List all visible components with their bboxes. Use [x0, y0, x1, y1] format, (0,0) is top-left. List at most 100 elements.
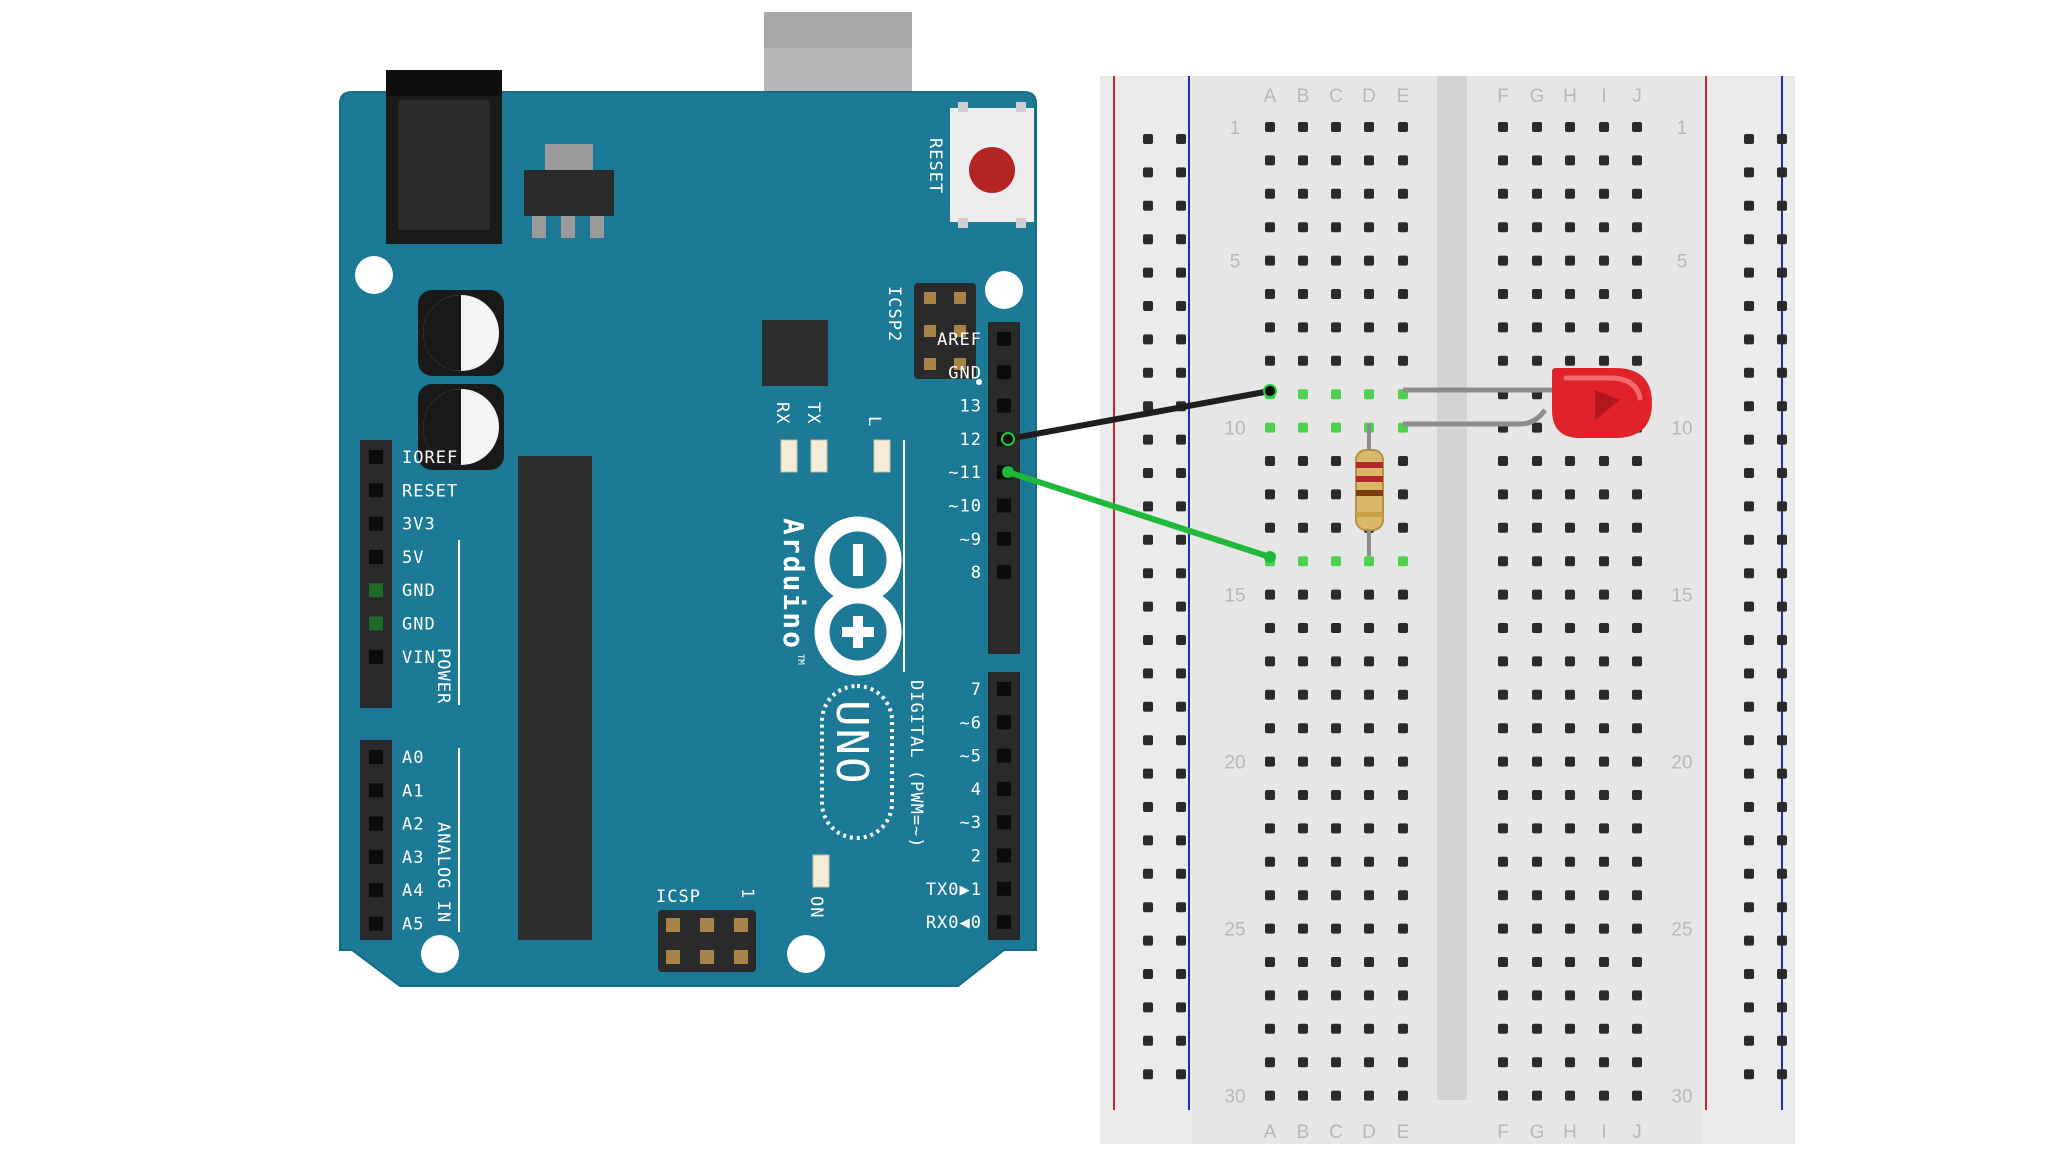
breadboard-hole[interactable] — [1632, 890, 1642, 901]
header-pin[interactable] — [997, 748, 1011, 763]
breadboard-hole[interactable] — [1632, 289, 1642, 299]
breadboard-hole[interactable] — [1565, 1090, 1575, 1101]
breadboard-hole[interactable] — [1498, 188, 1508, 199]
breadboard-hole[interactable] — [1532, 1090, 1542, 1101]
rail-hole[interactable] — [1143, 1035, 1153, 1046]
breadboard-hole[interactable] — [1599, 122, 1609, 132]
breadboard-hole[interactable] — [1398, 322, 1408, 333]
rail-hole[interactable] — [1777, 601, 1787, 612]
rail-hole[interactable] — [1777, 1002, 1787, 1013]
rail-hole[interactable] — [1744, 1035, 1754, 1046]
rail-hole[interactable] — [1777, 768, 1787, 779]
header-pin[interactable] — [369, 783, 383, 798]
rail-hole[interactable] — [1744, 1069, 1754, 1080]
breadboard-hole[interactable] — [1632, 656, 1642, 667]
rail-hole[interactable] — [1744, 134, 1754, 144]
rail-hole[interactable] — [1744, 334, 1754, 345]
header-pin[interactable] — [369, 750, 383, 764]
breadboard-hole[interactable] — [1398, 255, 1408, 266]
breadboard-hole[interactable] — [1265, 589, 1275, 600]
breadboard-hole[interactable] — [1331, 289, 1341, 299]
breadboard-hole[interactable] — [1331, 522, 1341, 533]
rail-hole[interactable] — [1143, 534, 1153, 545]
header-pin[interactable] — [369, 849, 383, 864]
rail-hole[interactable] — [1176, 134, 1186, 144]
breadboard-hole[interactable] — [1498, 1090, 1508, 1101]
breadboard-hole[interactable] — [1265, 790, 1275, 800]
breadboard-hole[interactable] — [1298, 389, 1308, 400]
breadboard-hole[interactable] — [1599, 322, 1609, 333]
breadboard-hole[interactable] — [1565, 289, 1575, 299]
rail-hole[interactable] — [1777, 267, 1787, 278]
rail-hole[interactable] — [1744, 568, 1754, 579]
breadboard-hole[interactable] — [1565, 222, 1575, 233]
header-pin[interactable] — [369, 916, 383, 931]
breadboard-hole[interactable] — [1599, 823, 1609, 834]
breadboard-hole[interactable] — [1265, 355, 1275, 366]
breadboard-hole[interactable] — [1599, 355, 1609, 366]
breadboard-hole[interactable] — [1632, 823, 1642, 834]
header-pin[interactable] — [369, 883, 383, 898]
breadboard-hole[interactable] — [1364, 689, 1374, 700]
breadboard-hole[interactable] — [1265, 1023, 1275, 1034]
rail-hole[interactable] — [1777, 568, 1787, 579]
breadboard-hole[interactable] — [1532, 957, 1542, 967]
rail-hole[interactable] — [1777, 701, 1787, 712]
breadboard-hole[interactable] — [1331, 155, 1341, 166]
breadboard-hole[interactable] — [1532, 756, 1542, 767]
rail-hole[interactable] — [1176, 301, 1186, 311]
header-pin[interactable] — [997, 398, 1011, 413]
breadboard-hole[interactable] — [1565, 923, 1575, 934]
header-pin[interactable] — [997, 498, 1011, 513]
breadboard-hole[interactable] — [1331, 456, 1341, 466]
breadboard-hole[interactable] — [1632, 556, 1642, 567]
breadboard-hole[interactable] — [1532, 689, 1542, 700]
rail-hole[interactable] — [1176, 367, 1186, 378]
header-pin[interactable] — [369, 649, 383, 664]
header-pin[interactable] — [369, 516, 383, 531]
breadboard-hole[interactable] — [1532, 422, 1542, 433]
breadboard-hole[interactable] — [1498, 723, 1508, 734]
rail-hole[interactable] — [1176, 234, 1186, 245]
breadboard-hole[interactable] — [1498, 222, 1508, 233]
breadboard-hole[interactable] — [1298, 1090, 1308, 1101]
breadboard-hole[interactable] — [1498, 289, 1508, 299]
breadboard-hole[interactable] — [1265, 890, 1275, 901]
rail-hole[interactable] — [1176, 200, 1186, 211]
header-pin[interactable] — [997, 531, 1011, 546]
breadboard-hole[interactable] — [1632, 1023, 1642, 1034]
rail-hole[interactable] — [1143, 434, 1153, 445]
rail-hole[interactable] — [1744, 835, 1754, 846]
breadboard-hole[interactable] — [1331, 723, 1341, 734]
breadboard-hole[interactable] — [1532, 823, 1542, 834]
breadboard-hole[interactable] — [1364, 756, 1374, 767]
breadboard-hole[interactable] — [1331, 255, 1341, 266]
breadboard-hole[interactable] — [1265, 823, 1275, 834]
breadboard-hole[interactable] — [1565, 122, 1575, 132]
breadboard-hole[interactable] — [1498, 790, 1508, 800]
rail-hole[interactable] — [1777, 367, 1787, 378]
rail-hole[interactable] — [1176, 768, 1186, 779]
breadboard-hole[interactable] — [1498, 556, 1508, 567]
breadboard-hole[interactable] — [1265, 623, 1275, 633]
breadboard-hole[interactable] — [1532, 188, 1542, 199]
rail-hole[interactable] — [1143, 334, 1153, 345]
breadboard-hole[interactable] — [1398, 823, 1408, 834]
rail-hole[interactable] — [1744, 367, 1754, 378]
breadboard-hole[interactable] — [1398, 556, 1408, 567]
breadboard-hole[interactable] — [1599, 723, 1609, 734]
header-pin[interactable] — [369, 483, 383, 498]
rail-hole[interactable] — [1143, 1069, 1153, 1080]
breadboard-hole[interactable] — [1532, 990, 1542, 1001]
breadboard-hole[interactable] — [1565, 957, 1575, 967]
header-pin[interactable] — [997, 781, 1011, 796]
header-pin[interactable] — [997, 915, 1011, 930]
breadboard-hole[interactable] — [1364, 289, 1374, 299]
breadboard-hole[interactable] — [1632, 689, 1642, 700]
rail-hole[interactable] — [1143, 935, 1153, 946]
breadboard-hole[interactable] — [1364, 1023, 1374, 1034]
header-pin[interactable] — [369, 816, 383, 831]
rail-hole[interactable] — [1143, 501, 1153, 512]
rail-hole[interactable] — [1777, 1069, 1787, 1080]
rail-hole[interactable] — [1777, 167, 1787, 178]
